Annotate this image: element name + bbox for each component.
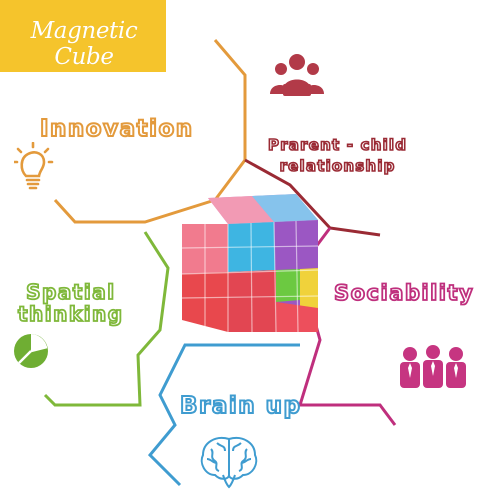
magnetic-cube-image: [181, 194, 319, 333]
brain-up-label: Brain up: [179, 392, 302, 420]
pie-chart-icon: [14, 334, 48, 368]
business-people-icon: [400, 345, 466, 388]
parent-child-label: Prarent - child relationship: [267, 135, 408, 177]
title-badge: Magnetic Cube: [0, 0, 166, 72]
parent-child-line2: relationship: [279, 156, 396, 176]
spatial-thinking-label: Spatial thinking: [17, 280, 124, 326]
group-people-icon: [270, 54, 324, 96]
spatial-line1: Spatial: [25, 280, 116, 304]
parent-child-line: [244, 158, 381, 237]
lightbulb-icon: [14, 142, 54, 190]
parent-child-line1: Prarent - child: [267, 135, 408, 155]
badge-title: Magnetic Cube: [30, 18, 138, 70]
innovation-label: Innovation: [39, 115, 194, 143]
sociability-label: Sociability: [333, 280, 475, 306]
spatial-line2: thinking: [17, 302, 124, 326]
brain-icon: [200, 437, 258, 489]
spatial-line: [43, 231, 170, 407]
brain-up-line: [147, 343, 300, 487]
